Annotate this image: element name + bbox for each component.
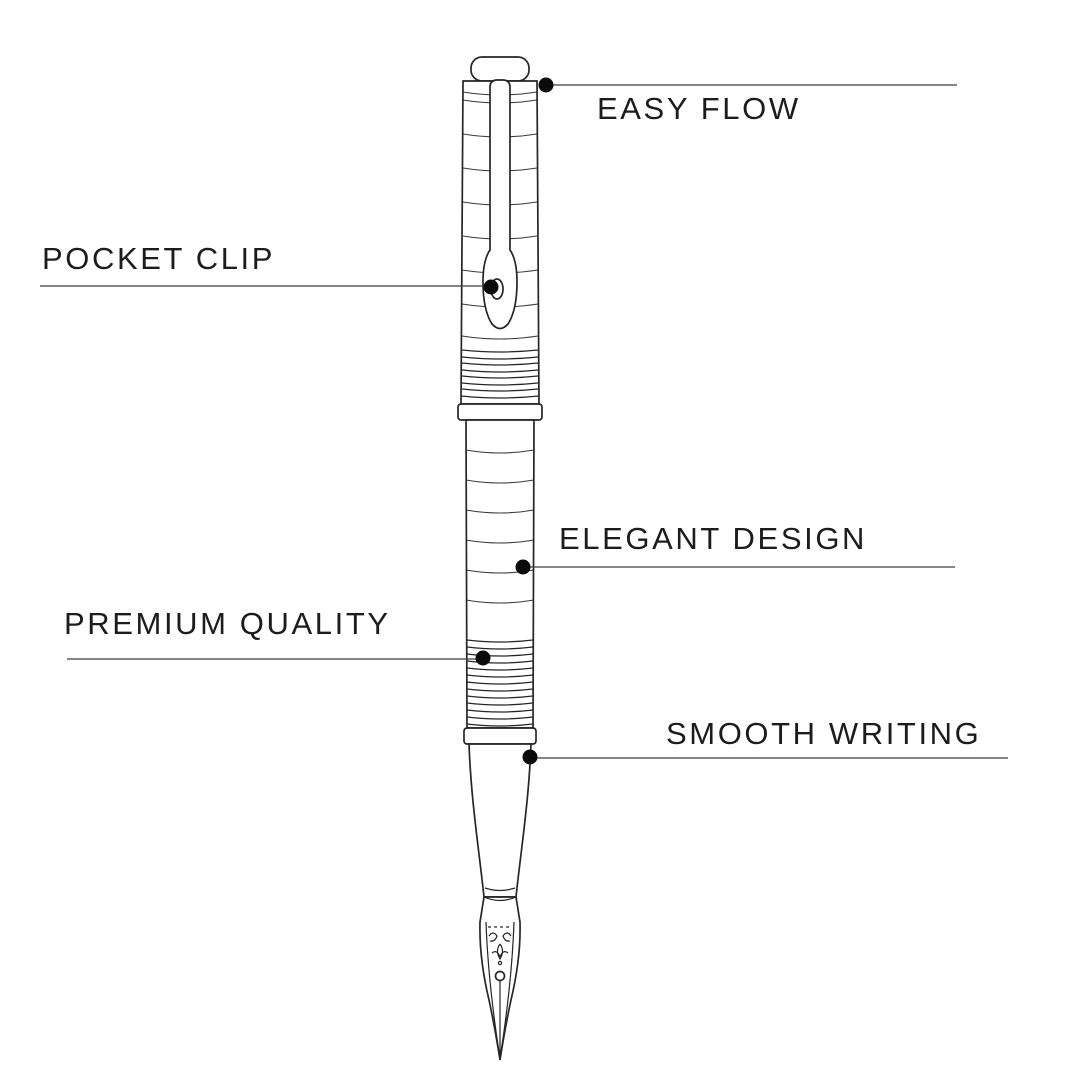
- nib-right-tine-line: [500, 921, 515, 1053]
- callout-dot-premium-quality: [475, 650, 491, 666]
- callout-dots: [475, 77, 554, 765]
- label-pocket-clip: POCKET CLIP: [42, 241, 276, 276]
- label-elegant-design: ELEGANT DESIGN: [559, 521, 868, 556]
- callout-dot-elegant-design: [515, 559, 531, 575]
- label-smooth-writing: SMOOTH WRITING: [666, 716, 982, 751]
- pen-barrel: [463, 419, 537, 745]
- barrel-trim-ring: [463, 727, 537, 745]
- label-premium-quality: PREMIUM QUALITY: [64, 606, 391, 641]
- callout-leader-lines: [40, 84, 1008, 759]
- pen-grip-section: [468, 743, 532, 898]
- nib-breather-hole: [494, 970, 506, 982]
- grip-body: [468, 743, 532, 898]
- barrel-ribbed-band: [466, 639, 534, 727]
- cap-lip: [457, 403, 543, 421]
- nib-engraving-ornament: [488, 926, 512, 966]
- nib-base-curve: [483, 896, 517, 902]
- nib-left-tine-line: [485, 921, 500, 1053]
- callout-dot-smooth-writing: [522, 749, 538, 765]
- callout-dot-pocket-clip: [483, 279, 499, 295]
- pen-nib: [479, 896, 521, 1061]
- clip-strip: [482, 79, 518, 330]
- label-easy-flow: EASY FLOW: [597, 91, 801, 126]
- callout-dot-easy-flow: [538, 77, 554, 93]
- cap-ribbed-band: [460, 349, 540, 399]
- grip-collar-line: [484, 887, 516, 892]
- cap-finial: [470, 56, 530, 82]
